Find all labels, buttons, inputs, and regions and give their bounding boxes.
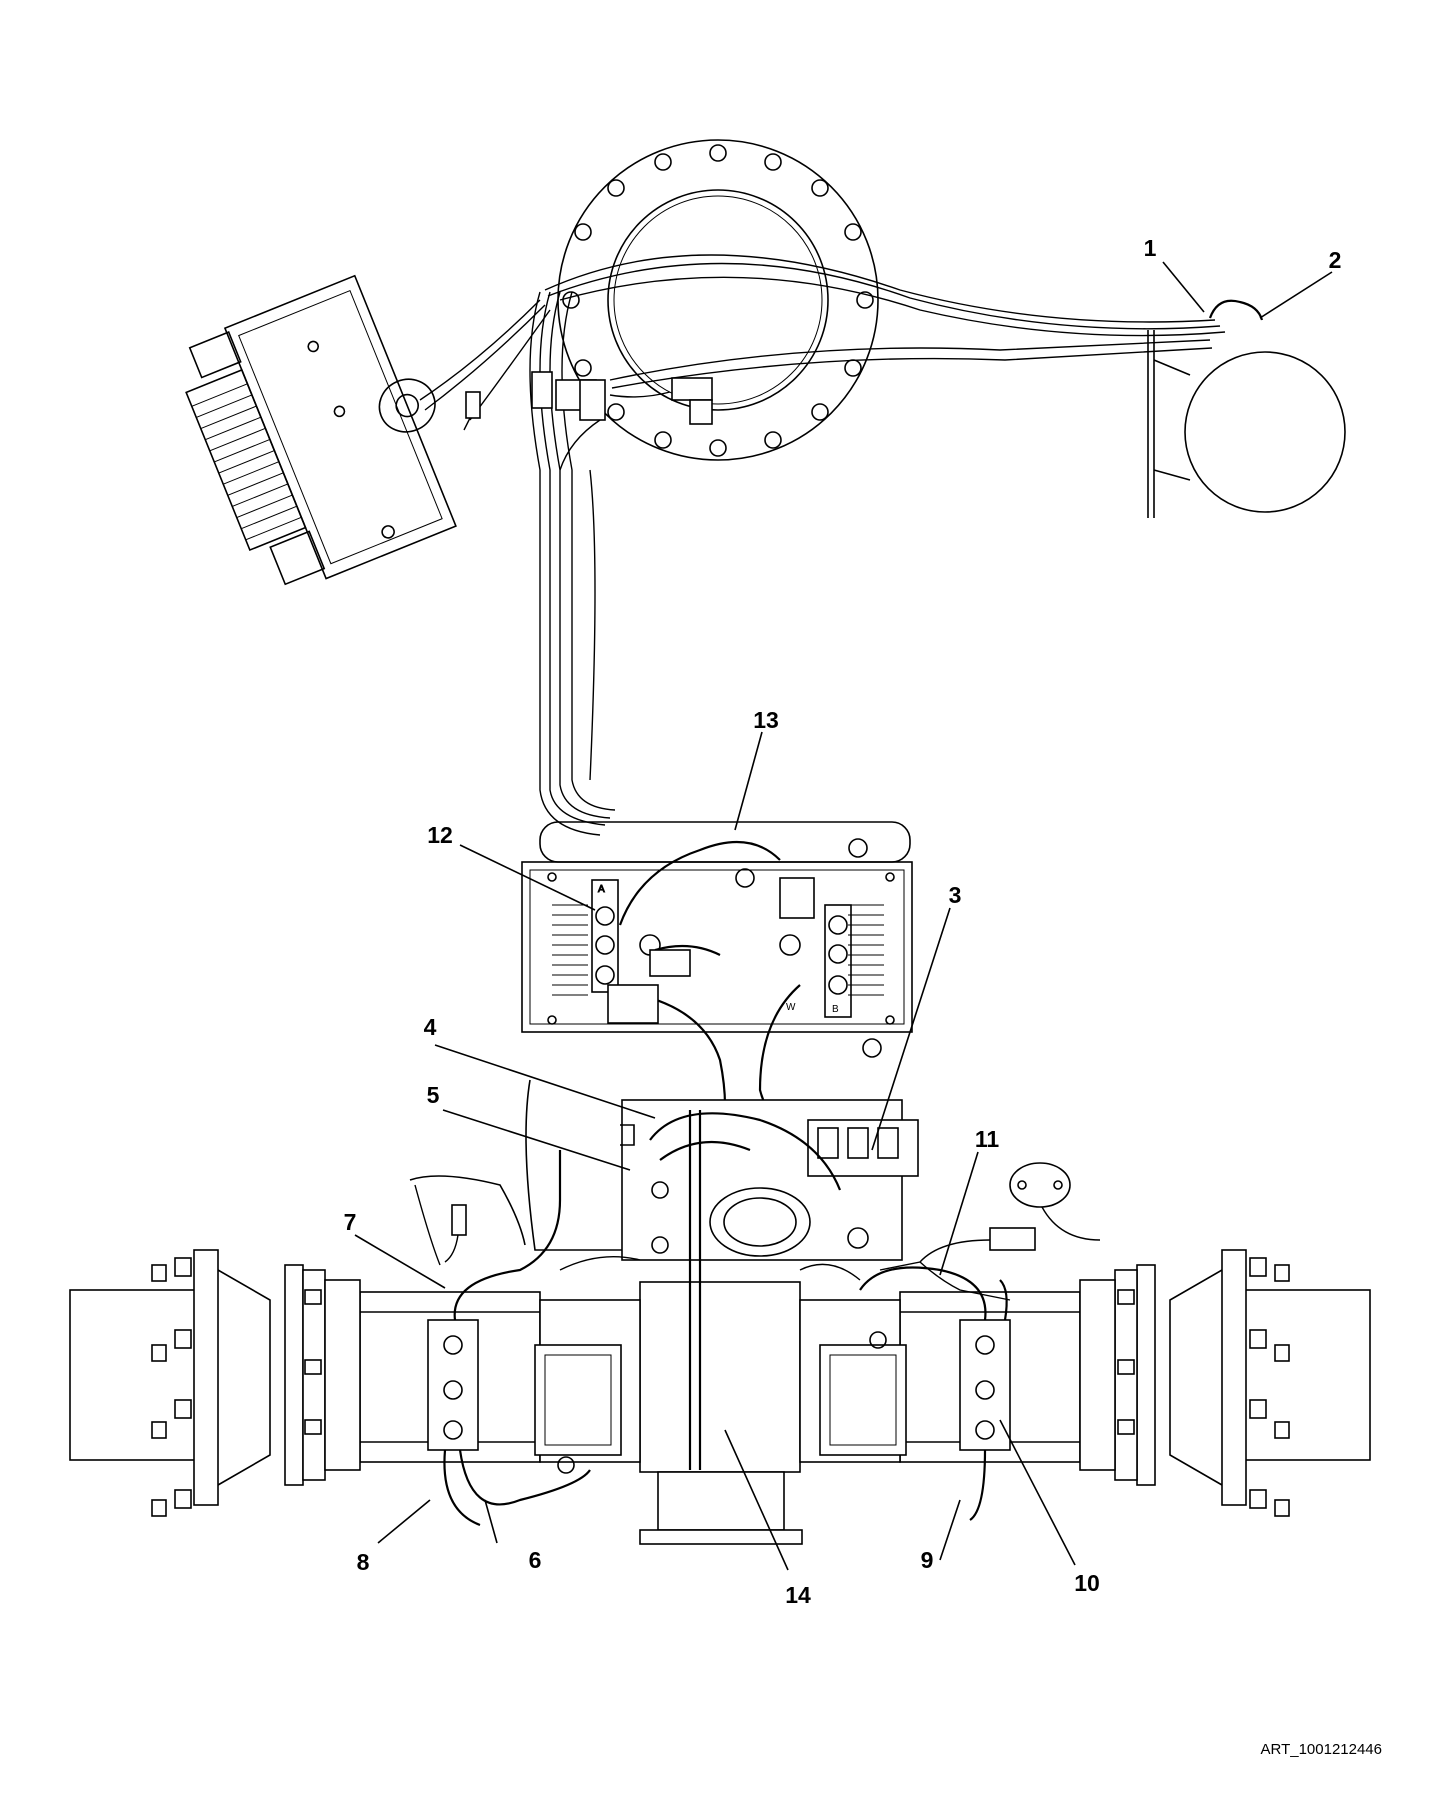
callout-5: 5 (427, 1082, 440, 1108)
callout-8: 8 (357, 1549, 370, 1575)
terminal-mark-w: W (786, 1002, 796, 1013)
axle-assembly (69, 1110, 1371, 1545)
callout-3: 3 (949, 882, 962, 908)
heatsink-module (185, 274, 457, 586)
controller-vent-left (552, 904, 588, 996)
heatsink-fins (185, 368, 307, 552)
sensor-disc (1147, 299, 1346, 518)
callout-10: 10 (1074, 1570, 1100, 1596)
wire-harness-bundle (419, 254, 1226, 836)
controller-terminals (591, 868, 852, 1018)
flange-bolt-holes (562, 144, 874, 457)
callout-12: 12 (427, 822, 453, 848)
bolts-left (151, 1257, 322, 1517)
leader-lines (354, 261, 1333, 1571)
callout-11: 11 (975, 1126, 1000, 1152)
callout-4: 4 (424, 1014, 437, 1040)
motor-controller: A W B (521, 821, 913, 1161)
terminal-mark-b: B (832, 1004, 839, 1015)
controller-vent-right (848, 904, 884, 996)
callout-9: 9 (921, 1547, 934, 1573)
top-flange (557, 139, 879, 461)
callout-7: 7 (344, 1209, 357, 1235)
callout-1: 1 (1144, 235, 1157, 261)
callout-14: 14 (785, 1582, 811, 1608)
terminal-mark-a: A (598, 884, 605, 895)
callout-13: 13 (753, 707, 779, 733)
bolts-right (1117, 1257, 1290, 1517)
callouts: 1 2 3 4 5 6 7 8 9 10 11 12 13 14 (344, 235, 1342, 1608)
callout-2: 2 (1329, 247, 1342, 273)
contactor-panel (409, 1079, 1101, 1271)
callout-6: 6 (529, 1547, 542, 1573)
art-id: ART_1001212446 (1260, 1741, 1383, 1758)
